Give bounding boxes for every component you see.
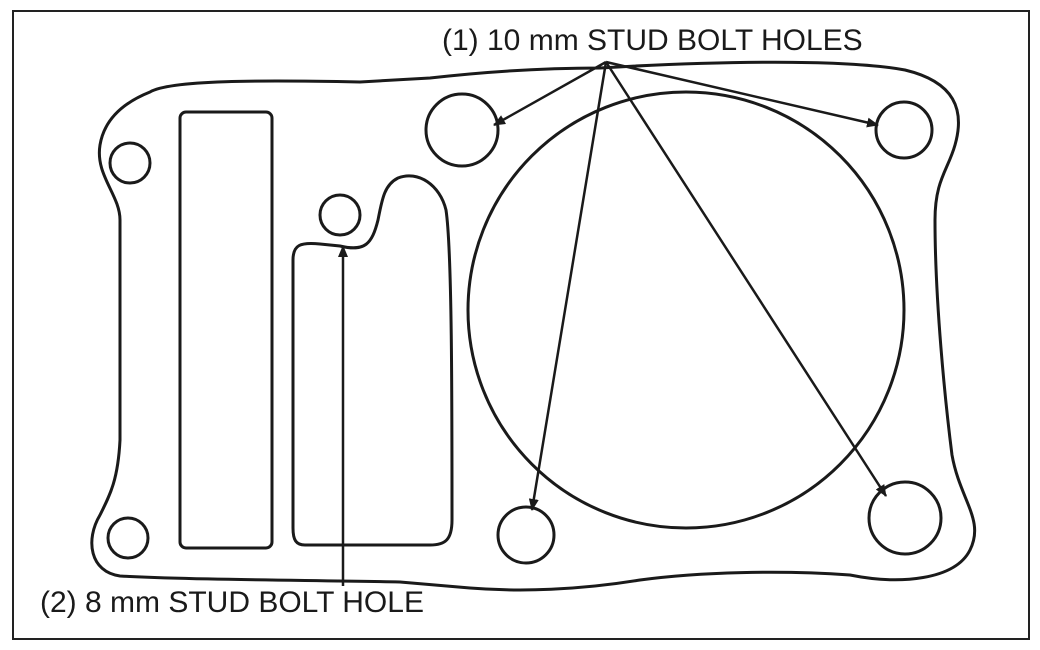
arrow-to-top-left-hole <box>493 60 607 127</box>
arrow-to-bottom-right-hole <box>604 61 888 497</box>
stud-hole-10mm-top-right <box>874 100 934 160</box>
diagram-frame <box>12 10 1030 640</box>
arrow-to-bottom-left-hole <box>528 61 608 511</box>
dowel-hole-bottom-left <box>106 516 150 560</box>
dowel-hole-top-left <box>108 141 152 185</box>
stud-hole-10mm-top-left <box>424 92 500 168</box>
callout-8mm-stud-bolt-hole: (2) 8 mm STUD BOLT HOLE <box>36 586 428 620</box>
cam-chain-opening <box>291 174 454 547</box>
stud-hole-10mm-bottom-left <box>496 505 556 565</box>
gasket-outline <box>90 60 977 592</box>
stud-hole-8mm <box>318 193 362 237</box>
leader-arrows-10mm <box>493 60 888 511</box>
arrow-to-top-right-hole <box>605 60 879 128</box>
callout-10mm-stud-bolt-holes: (1) 10 mm STUD BOLT HOLES <box>438 24 867 58</box>
oil-passage-rect <box>178 110 274 550</box>
cylinder-bore <box>466 90 906 530</box>
stud-hole-10mm-bottom-right <box>867 480 943 556</box>
